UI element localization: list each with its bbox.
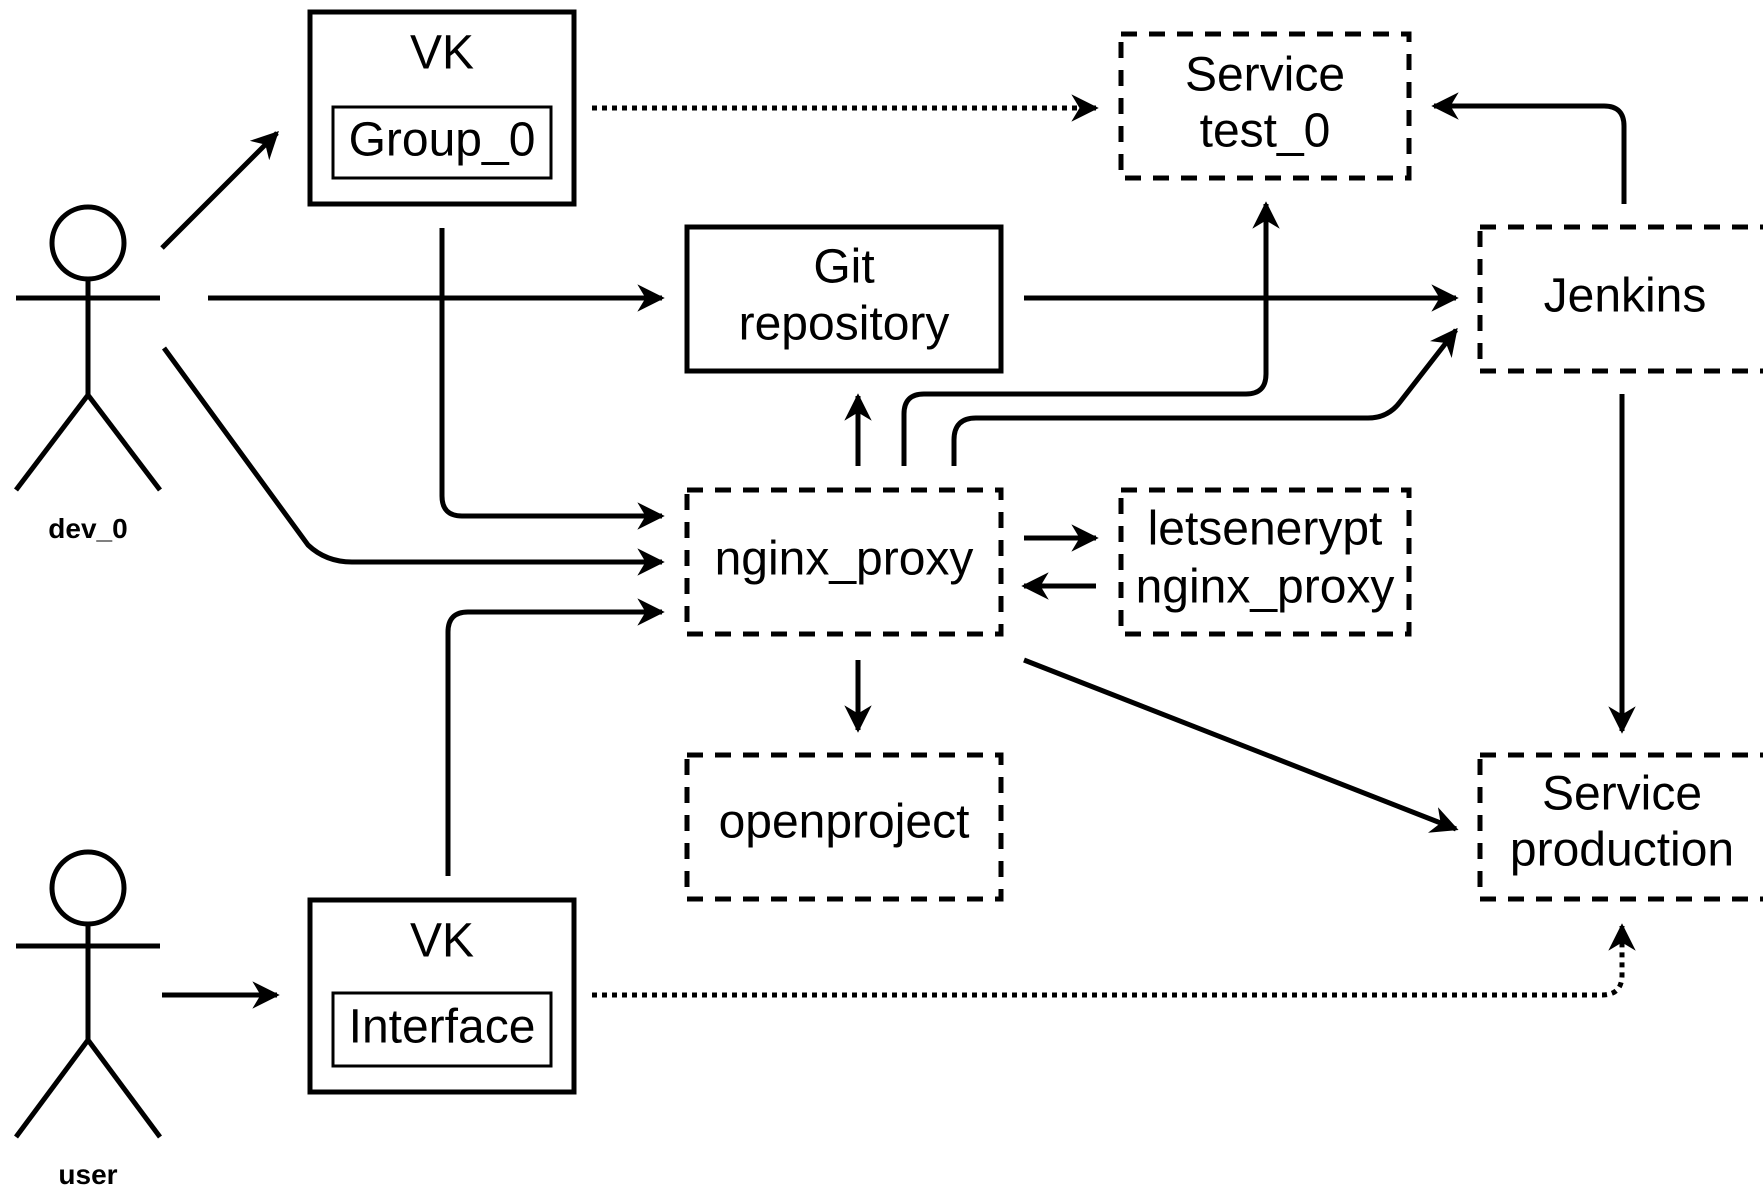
edge-nginx-to-service-production — [1023, 657, 1459, 833]
node-service-test-box — [1118, 31, 1412, 181]
node-service-production-box — [1477, 752, 1763, 902]
node-git-repository-line1: Git — [813, 241, 874, 294]
actor-dev-label: dev_0 — [48, 513, 127, 544]
node-git-repository-box — [684, 224, 1004, 374]
node-vk-interface-inner-box — [331, 991, 553, 1068]
edge-dev-to-nginx — [161, 346, 665, 576]
actor-dev-left-leg — [14, 393, 90, 492]
node-vk-interface-inner-label: Interface — [349, 1001, 536, 1054]
node-service-test-line2: test_0 — [1200, 105, 1331, 158]
node-nginx-proxy-box — [684, 487, 1004, 637]
node-nginx-proxy: nginx_proxy — [684, 487, 1004, 637]
node-letsencrypt-box — [1118, 487, 1412, 637]
node-openproject-box — [684, 752, 1004, 902]
node-letsencrypt-line2: nginx_proxy — [1136, 561, 1395, 614]
node-service-production-line2: production — [1510, 824, 1734, 877]
actor-user-left-leg — [13, 1038, 91, 1139]
node-git-repository: Git repository — [684, 224, 1004, 374]
node-service-production-line1: Service — [1542, 768, 1702, 821]
node-openproject: openproject — [684, 752, 1004, 902]
node-service-test-line1: Service — [1185, 49, 1345, 102]
actor-user: user — [13, 849, 163, 1190]
node-jenkins: Jenkins — [1477, 224, 1763, 374]
actor-dev-head — [49, 204, 127, 282]
node-letsencrypt: letsenerypt nginx_proxy — [1118, 487, 1412, 637]
node-jenkins-box — [1477, 224, 1763, 374]
actor-dev-right-leg — [86, 393, 162, 492]
node-service-production: Service production — [1477, 752, 1763, 902]
edge-nginx-to-service-test — [901, 201, 1280, 466]
node-vk-group-inner-box — [331, 105, 553, 180]
edge-jenkins-to-service-test — [1431, 92, 1627, 204]
actor-user-head — [49, 849, 127, 927]
node-vk-group: VK Group_0 — [307, 9, 577, 207]
actor-user-right-leg — [85, 1038, 163, 1139]
node-letsencrypt-line1: letsenerypt — [1148, 503, 1383, 556]
node-openproject-label: openproject — [719, 796, 970, 849]
node-vk-group-inner-label: Group_0 — [349, 114, 536, 167]
node-vk-group-title: VK — [410, 27, 474, 80]
node-service-test: Service test_0 — [1118, 31, 1412, 181]
edge-vk-interface-to-service-production — [592, 923, 1636, 998]
node-vk-interface: VK Interface — [307, 897, 577, 1095]
edge-vk-group-to-nginx — [439, 228, 665, 530]
node-git-repository-line2: repository — [739, 298, 950, 351]
edge-vk-interface-to-nginx — [445, 598, 665, 876]
actor-dev: dev_0 — [14, 204, 162, 544]
node-vk-interface-title: VK — [410, 915, 474, 968]
actor-user-label: user — [58, 1159, 117, 1190]
node-jenkins-label: Jenkins — [1544, 270, 1707, 323]
edge-dev-to-vk-group — [160, 131, 279, 250]
node-nginx-proxy-label: nginx_proxy — [715, 533, 974, 586]
edge-nginx-to-jenkins — [951, 327, 1458, 466]
